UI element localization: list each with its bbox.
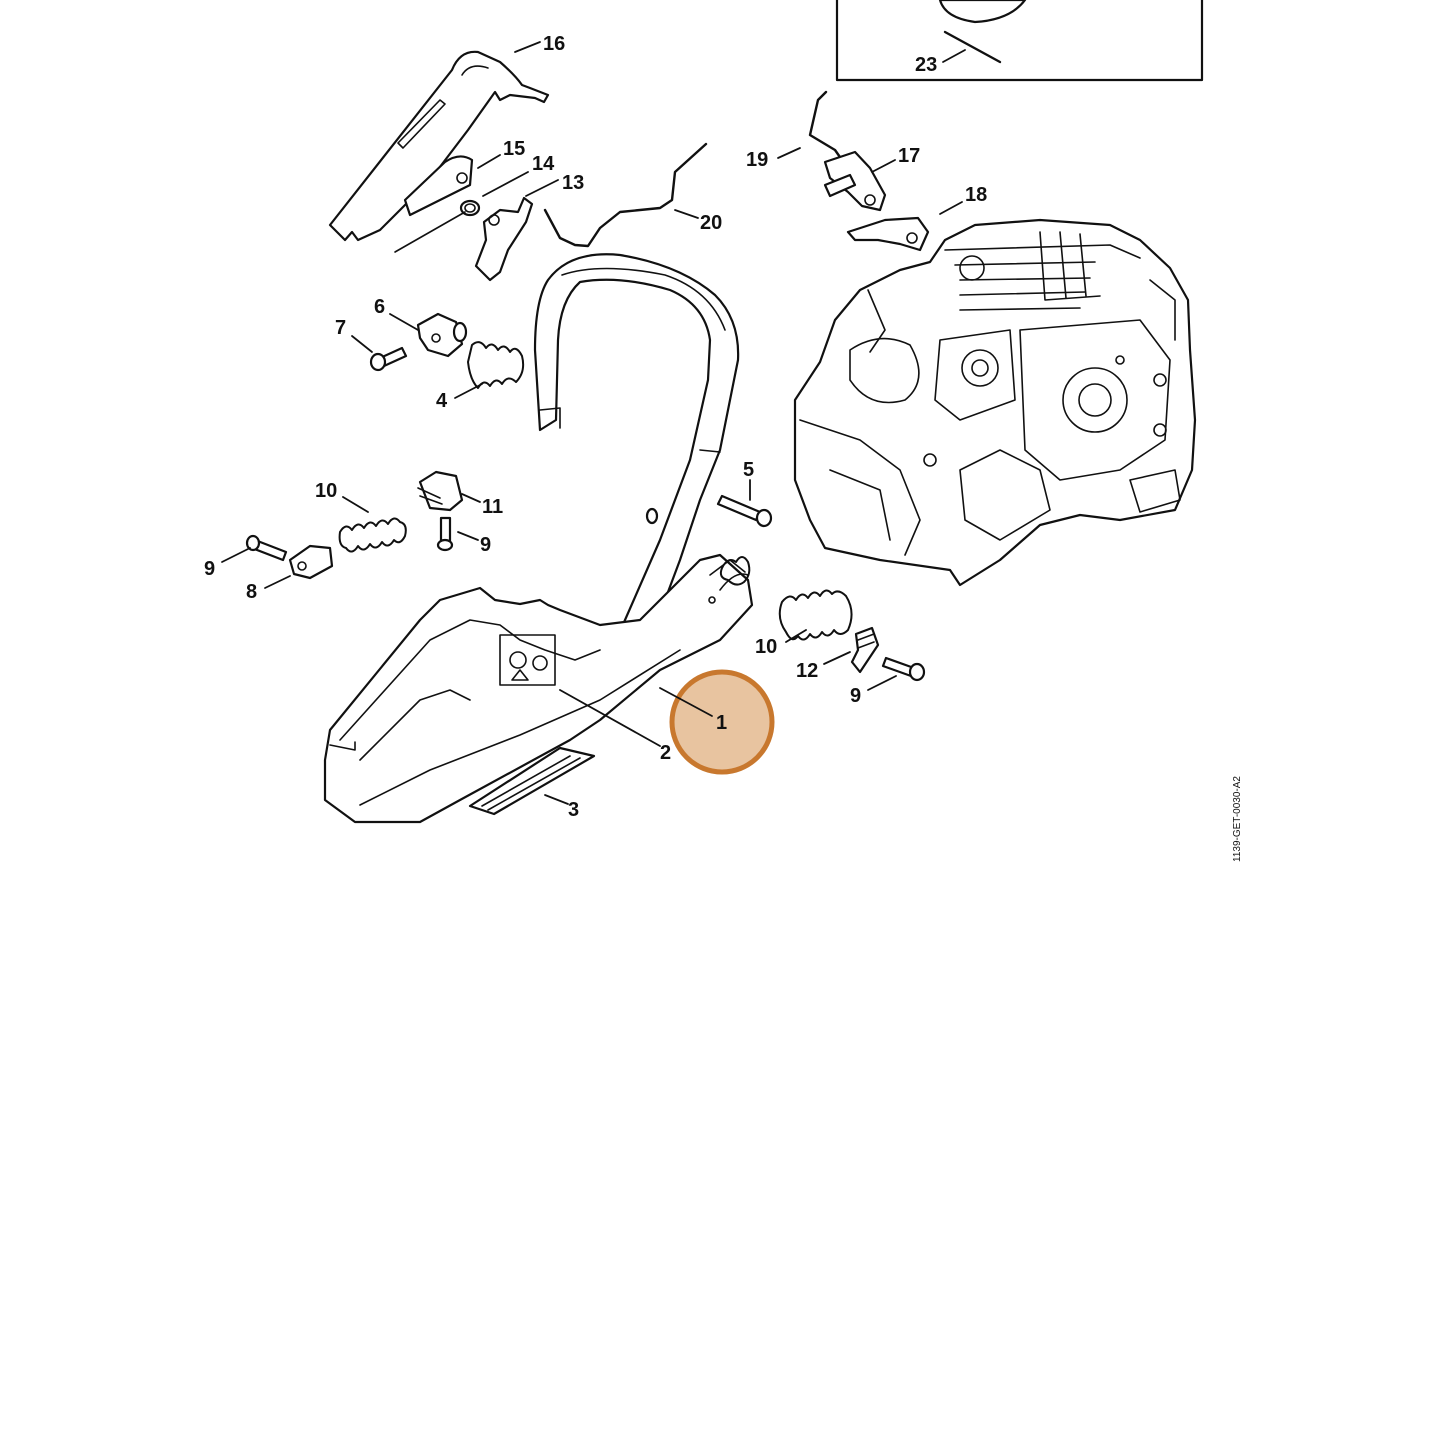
part-15-trigger-interlock: 15 xyxy=(403,138,525,217)
callout-7: 7 xyxy=(335,317,346,339)
callout-4: 4 xyxy=(436,390,448,412)
part-3-plate: 3 xyxy=(468,746,596,821)
part-19-choke-rod: 19 xyxy=(746,90,844,171)
callout-2: 2 xyxy=(660,742,671,764)
callout-11: 11 xyxy=(482,496,503,518)
callout-9-right: 9 xyxy=(850,685,861,707)
part-18-choke-lever: 18 xyxy=(846,184,987,252)
drawing-reference-id: 1139-GET-0030-A2 xyxy=(1232,776,1243,862)
buffer-on-housing xyxy=(719,556,751,586)
callout-16: 16 xyxy=(543,33,565,55)
highlight-marker-part-1[interactable]: 1 xyxy=(659,669,775,775)
part-6-buffer-holder: 6 xyxy=(374,296,468,358)
callout-19: 19 xyxy=(746,149,768,171)
callout-12: 12 xyxy=(796,660,818,682)
callout-1: 1 xyxy=(716,712,727,734)
callout-15: 15 xyxy=(503,138,525,160)
part-10-spring-left: 10 xyxy=(315,480,407,553)
part-9-screw-right: 9 xyxy=(850,656,926,707)
callout-9-left: 9 xyxy=(204,558,215,580)
part-9-screw-upper: 9 xyxy=(436,516,491,556)
callout-18: 18 xyxy=(965,184,987,206)
callout-5: 5 xyxy=(743,459,754,481)
callout-20: 20 xyxy=(700,212,722,234)
part-4-annular-buffer-spring: 4 xyxy=(436,341,525,412)
engine-crankcase xyxy=(793,218,1197,587)
part-16-handle-molding: 16 xyxy=(328,33,565,242)
part-12-annular-buffer: 12 xyxy=(796,626,880,682)
part-8-annular-buffer: 8 xyxy=(246,544,334,603)
callout-14: 14 xyxy=(532,153,555,175)
callout-10-right: 10 xyxy=(755,636,777,658)
callout-3: 3 xyxy=(568,799,579,821)
part-10-spring-right: 10 xyxy=(755,589,853,658)
callout-17: 17 xyxy=(898,145,920,167)
callout-9-upper: 9 xyxy=(480,534,491,556)
inset-detail-box: 23 xyxy=(835,0,1204,82)
callout-13: 13 xyxy=(562,172,584,194)
part-14-torsion-spring: 14 xyxy=(394,153,555,253)
callout-8: 8 xyxy=(246,581,257,603)
callout-23: 23 xyxy=(915,54,937,76)
part-11-annular-buffer: 11 xyxy=(417,470,503,518)
part-2-handle-housing: 2 xyxy=(323,553,754,824)
callout-6: 6 xyxy=(374,296,385,318)
part-7-screw: 7 xyxy=(335,317,408,372)
part-20-throttle-rod: 20 xyxy=(543,142,722,248)
part-17-choke-shaft: 17 xyxy=(823,145,920,212)
part-5-screw: 5 xyxy=(716,459,773,528)
part-13-throttle-trigger: 13 xyxy=(474,172,584,282)
part-9-screw-left: 9 xyxy=(204,534,288,580)
callout-10-left: 10 xyxy=(315,480,337,502)
